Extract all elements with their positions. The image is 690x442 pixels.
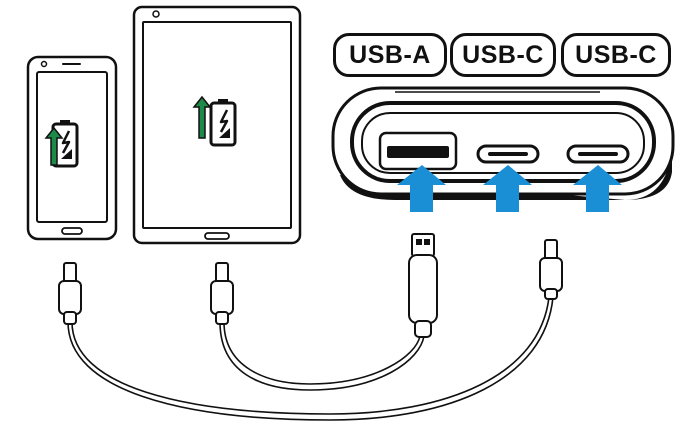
port-label-usb-c: USB-C [561, 33, 671, 77]
usb-c-connector [210, 262, 234, 325]
battery-charging-icon [192, 95, 237, 147]
arrow-up-icon [573, 165, 622, 212]
port-label-usb-a: USB-A [333, 33, 447, 77]
port-label-usb-c: USB-C [450, 33, 556, 77]
green-arrow-icon [192, 95, 212, 139]
green-arrow-icon [44, 126, 64, 166]
cable-2 [219, 321, 425, 391]
usb-a-connector [408, 233, 438, 338]
usb-c-connector [58, 262, 82, 325]
usb-a-port[interactable] [378, 131, 458, 171]
cable-1 [67, 296, 554, 421]
battery-charging-icon [44, 120, 79, 168]
usb-c-connector [539, 239, 563, 300]
arrow-up-icon [397, 165, 446, 212]
usb-c-port[interactable] [566, 144, 630, 164]
usb-c-port[interactable] [476, 144, 540, 164]
arrow-up-icon [483, 165, 532, 212]
